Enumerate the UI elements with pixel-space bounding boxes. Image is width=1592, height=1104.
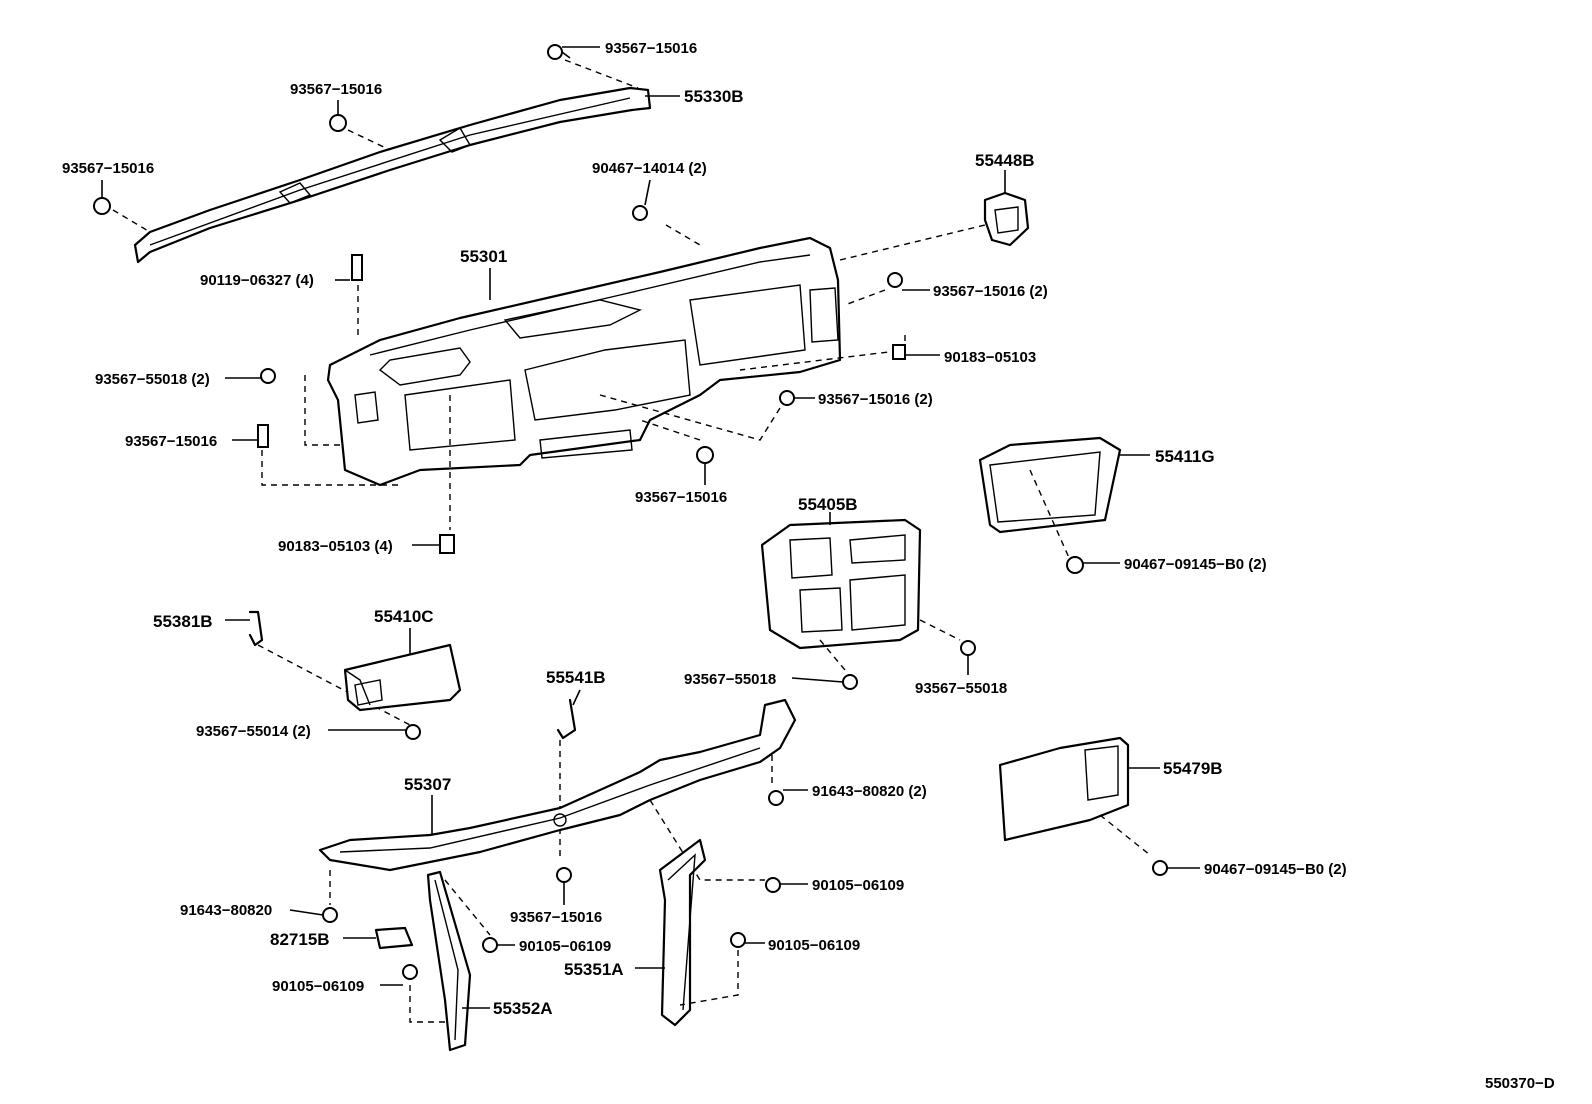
screw-icon bbox=[696, 446, 714, 464]
label-55301: 55301 bbox=[460, 247, 507, 266]
clip-icon bbox=[329, 114, 347, 132]
drawing-code: 550370−D bbox=[1485, 1075, 1555, 1092]
brace-55352a bbox=[426, 870, 472, 1052]
label-55448b: 55448B bbox=[975, 151, 1035, 170]
bracket-55541b bbox=[556, 698, 577, 740]
label-93567-15016: 93567−15016 (2) bbox=[933, 283, 1048, 300]
label-93567-15016: 93567−15016 bbox=[125, 433, 217, 450]
label-90105-06109: 90105−06109 bbox=[812, 877, 904, 894]
clip-icon bbox=[439, 534, 455, 554]
label-93567-55018: 93567−55018 bbox=[915, 680, 1007, 697]
screw-icon bbox=[556, 867, 572, 883]
screw-icon bbox=[779, 390, 795, 406]
label-93567-15016: 93567−15016 bbox=[290, 81, 382, 98]
label-90119-06327: 90119−06327 (4) bbox=[200, 272, 314, 289]
label-93567-15016: 93567−15016 (2) bbox=[818, 391, 933, 408]
label-93567-15016: 93567−15016 bbox=[62, 160, 154, 177]
leader-lines bbox=[101, 46, 1200, 1009]
label-90183-05103: 90183−05103 (4) bbox=[278, 538, 393, 555]
label-90467-09145-b0: 90467−09145−B0 (2) bbox=[1124, 556, 1267, 573]
label-93567-15016: 93567−15016 bbox=[510, 909, 602, 926]
label-55381b: 55381B bbox=[153, 612, 213, 631]
bolt-icon bbox=[351, 254, 363, 281]
screw-icon bbox=[887, 272, 903, 288]
bolt-icon bbox=[730, 932, 746, 948]
bolt-icon bbox=[322, 907, 338, 923]
part-82715b bbox=[374, 926, 414, 950]
instrument-panel-55301 bbox=[326, 236, 842, 487]
screw-icon bbox=[405, 724, 421, 740]
label-93567-55018: 93567−55018 bbox=[684, 671, 776, 688]
label-90105-06109: 90105−06109 bbox=[768, 937, 860, 954]
label-91643-80820: 91643−80820 (2) bbox=[812, 783, 927, 800]
center-cluster-55405b bbox=[760, 518, 922, 650]
label-55405b: 55405B bbox=[798, 495, 858, 514]
part-55410c bbox=[343, 643, 462, 712]
clip-icon bbox=[632, 205, 648, 221]
reinforcement-beam-55307 bbox=[318, 698, 797, 872]
label-55541b: 55541B bbox=[546, 668, 606, 687]
bolt-icon bbox=[768, 790, 784, 806]
label-93567-55018: 93567−55018 (2) bbox=[95, 371, 210, 388]
bolt-icon bbox=[765, 877, 781, 893]
label-90467-09145-b0: 90467−09145−B0 (2) bbox=[1204, 861, 1347, 878]
label-82715b: 82715B bbox=[270, 930, 330, 949]
screw-icon bbox=[842, 674, 858, 690]
label-90183-05103: 90183−05103 bbox=[944, 349, 1036, 366]
screw-icon bbox=[260, 368, 276, 384]
clip-icon bbox=[1066, 556, 1084, 574]
label-93567-55014: 93567−55014 (2) bbox=[196, 723, 311, 740]
label-90467-14014: 90467−14014 (2) bbox=[592, 160, 707, 177]
label-55307: 55307 bbox=[404, 775, 451, 794]
part-55381b bbox=[248, 610, 264, 647]
label-55330b: 55330B bbox=[684, 87, 744, 106]
bolt-icon bbox=[482, 937, 498, 953]
cover-55479b bbox=[998, 736, 1130, 842]
label-90105-06109: 90105−06109 bbox=[272, 978, 364, 995]
label-91643-80820: 91643−80820 bbox=[180, 902, 272, 919]
label-55352a: 55352A bbox=[493, 999, 553, 1018]
reinforcement-bar-55330b bbox=[133, 86, 652, 264]
label-90105-06109: 90105−06109 bbox=[519, 938, 611, 955]
label-93567-15016: 93567−15016 bbox=[635, 489, 727, 506]
screw-icon bbox=[960, 640, 976, 656]
clip-icon bbox=[93, 197, 111, 215]
bolt-icon bbox=[402, 964, 418, 980]
clip-icon bbox=[1152, 860, 1168, 876]
label-55351a: 55351A bbox=[564, 960, 624, 979]
brace-55351a bbox=[658, 838, 707, 1027]
part-55448b bbox=[983, 191, 1030, 247]
label-93567-15016: 93567−15016 bbox=[605, 40, 697, 57]
glove-box-55411g bbox=[978, 436, 1122, 561]
clip-icon bbox=[547, 44, 571, 60]
screw-icon bbox=[257, 424, 269, 448]
label-55410c: 55410C bbox=[374, 607, 434, 626]
clip-icon bbox=[892, 344, 906, 360]
label-55411g: 55411G bbox=[1155, 447, 1215, 466]
label-55479b: 55479B bbox=[1163, 759, 1223, 778]
